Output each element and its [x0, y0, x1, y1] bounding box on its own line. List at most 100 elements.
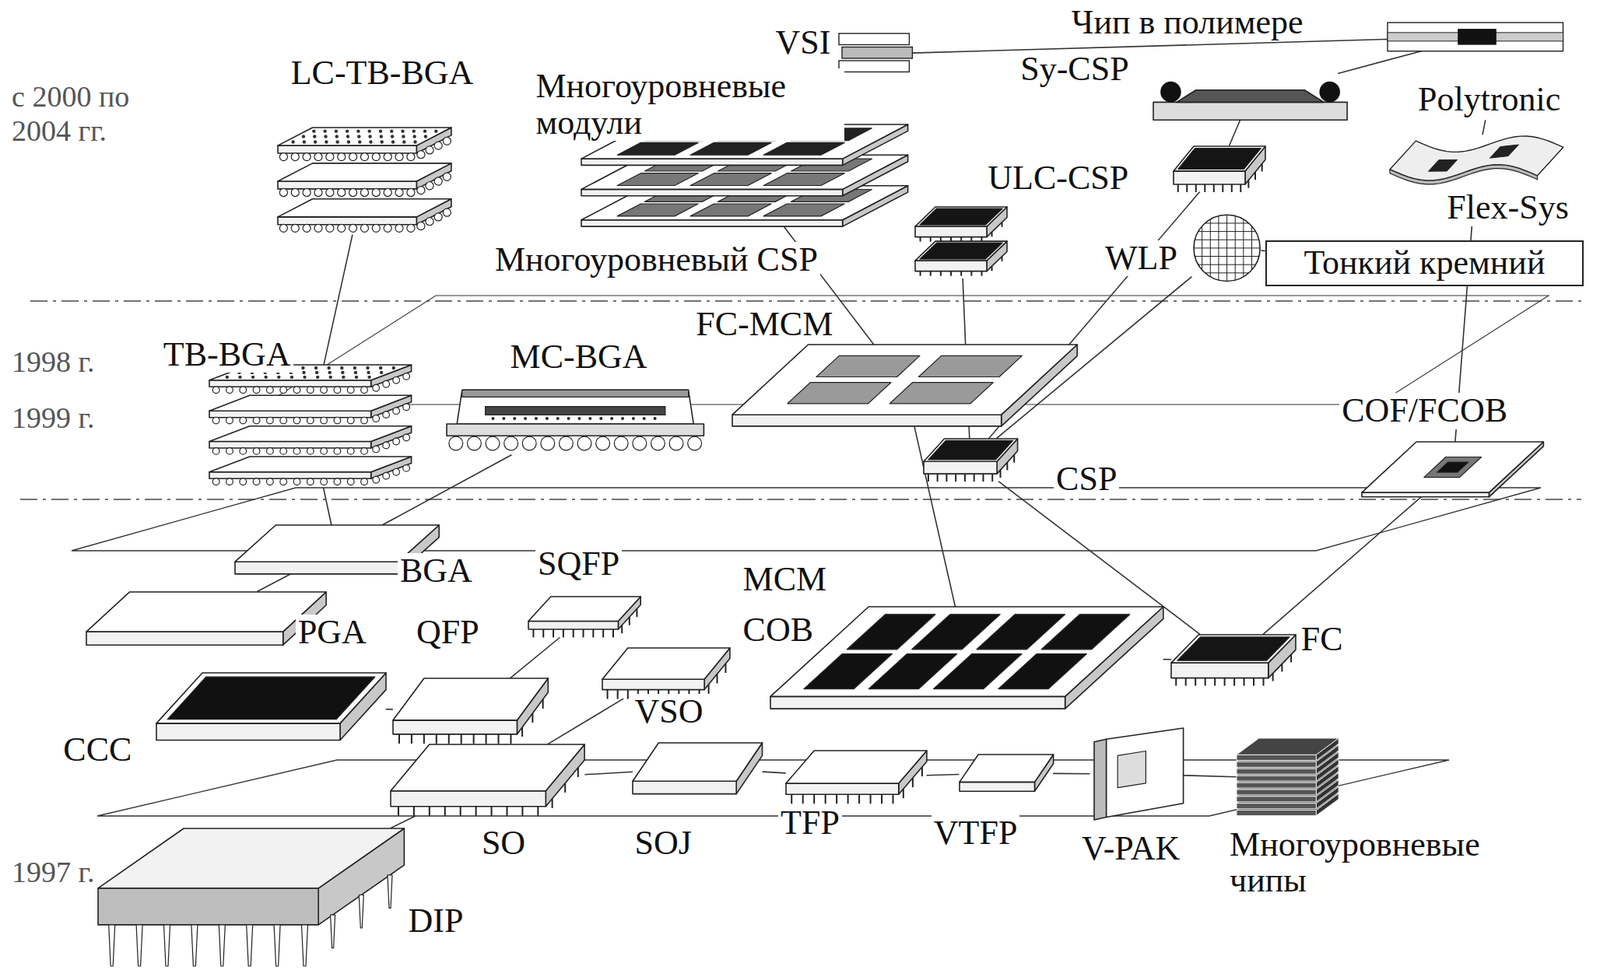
solder-ball [559, 436, 574, 451]
solder-ball [333, 448, 341, 456]
package-lead [475, 807, 478, 817]
solder-ball [669, 436, 684, 451]
package-drawing [602, 648, 730, 700]
package-outline [156, 673, 386, 724]
package-outline [785, 750, 927, 784]
package-lead [1221, 184, 1224, 193]
package-lead [602, 629, 604, 638]
package-lead [940, 237, 942, 243]
solder-ball [293, 478, 301, 486]
lineage-line [584, 771, 633, 776]
solder-ball [239, 478, 247, 486]
lineage-line [1052, 773, 1090, 776]
package-lead [423, 734, 425, 744]
package-lead [1247, 179, 1250, 188]
package-figure: TB-BGA [209, 364, 412, 488]
solder-ball [302, 224, 311, 232]
solder-bump [589, 417, 593, 421]
package-outline [602, 648, 730, 680]
package-outline [1153, 102, 1348, 121]
package-figure: Polytronic [1413, 79, 1565, 120]
package-lead [572, 629, 575, 638]
solder-ball [347, 386, 355, 394]
package-name: BGA [397, 553, 475, 590]
period-label: 1997 г. [10, 856, 96, 891]
package-lead [606, 689, 608, 699]
solder-ball [291, 152, 299, 161]
solder-ball [372, 445, 380, 453]
package-lead [592, 629, 595, 638]
package-name: Многоуровневые модули [533, 68, 844, 141]
solder-ball [406, 188, 415, 197]
solder-ball [293, 417, 301, 425]
note-box: Тонкий кремний [1265, 240, 1584, 286]
package-figure: VSI [838, 33, 913, 74]
package-name: LC-TB-BGA [288, 55, 477, 92]
solder-ball [411, 129, 415, 133]
solder-ball [266, 448, 274, 456]
package-outline [1236, 762, 1316, 769]
solder-ball [412, 134, 416, 138]
solder-ball [416, 221, 425, 230]
solder-ball [301, 134, 305, 138]
package-outline [485, 406, 666, 415]
package-lead [1231, 184, 1233, 193]
solder-ball [340, 371, 344, 375]
package-drawing [1389, 134, 1564, 198]
package-outline [98, 888, 319, 926]
package-lead [522, 807, 524, 817]
package-outline [108, 925, 116, 967]
solder-ball [449, 436, 464, 451]
package-figure: Многоуровневые модули [581, 124, 909, 227]
package-drawing [959, 754, 1054, 792]
package-outline [915, 241, 1008, 261]
package-lead [1224, 677, 1226, 686]
period-label: 1999 г. [10, 401, 96, 436]
solder-ball [467, 436, 482, 451]
package-lead [901, 789, 904, 799]
package-outline [915, 207, 1008, 227]
solder-ball [345, 129, 349, 133]
package-drawing [923, 438, 1018, 482]
package-lead [991, 231, 993, 237]
solder-ball [367, 129, 371, 133]
package-name: VSO [632, 694, 706, 730]
package-drawing [1387, 22, 1564, 52]
solder-bump [600, 417, 604, 421]
package-figure: LC-TB-BGA [277, 127, 452, 236]
solder-ball [225, 417, 233, 425]
package-lead [960, 271, 962, 277]
solder-ball [392, 469, 400, 477]
package-name: Flex-Sys [1444, 189, 1571, 226]
package-figure: Многоуровневый CSP [915, 207, 1008, 279]
package-lead [1194, 256, 1259, 257]
package-lead [927, 473, 930, 482]
package-lead [790, 794, 793, 804]
solder-ball [280, 417, 288, 425]
solder-ball [212, 417, 220, 425]
solder-bump [556, 417, 560, 421]
package-lead [835, 794, 838, 804]
package-outline [392, 678, 548, 721]
package-outline [277, 163, 452, 182]
package-lead [1001, 222, 1004, 228]
package-outline [928, 440, 1014, 460]
package-name: VTFP [931, 815, 1021, 852]
package-lead [824, 794, 826, 804]
lineage-line [1183, 775, 1237, 778]
package-name: SOJ [632, 825, 695, 862]
lineage-line [385, 708, 393, 711]
solder-ball [348, 152, 357, 161]
package-outline [462, 389, 689, 397]
solder-ball [280, 386, 288, 394]
package-outline [1236, 775, 1316, 782]
solder-ball [434, 141, 443, 150]
lineage-line [547, 698, 624, 745]
package-outline [1177, 636, 1290, 660]
package-outline [1236, 782, 1316, 789]
solder-ball [383, 188, 392, 197]
package-outline [602, 679, 705, 690]
solder-ball [353, 366, 357, 370]
period-label: с 2000 по 2004 гг. [10, 80, 169, 148]
package-lead [564, 783, 566, 793]
